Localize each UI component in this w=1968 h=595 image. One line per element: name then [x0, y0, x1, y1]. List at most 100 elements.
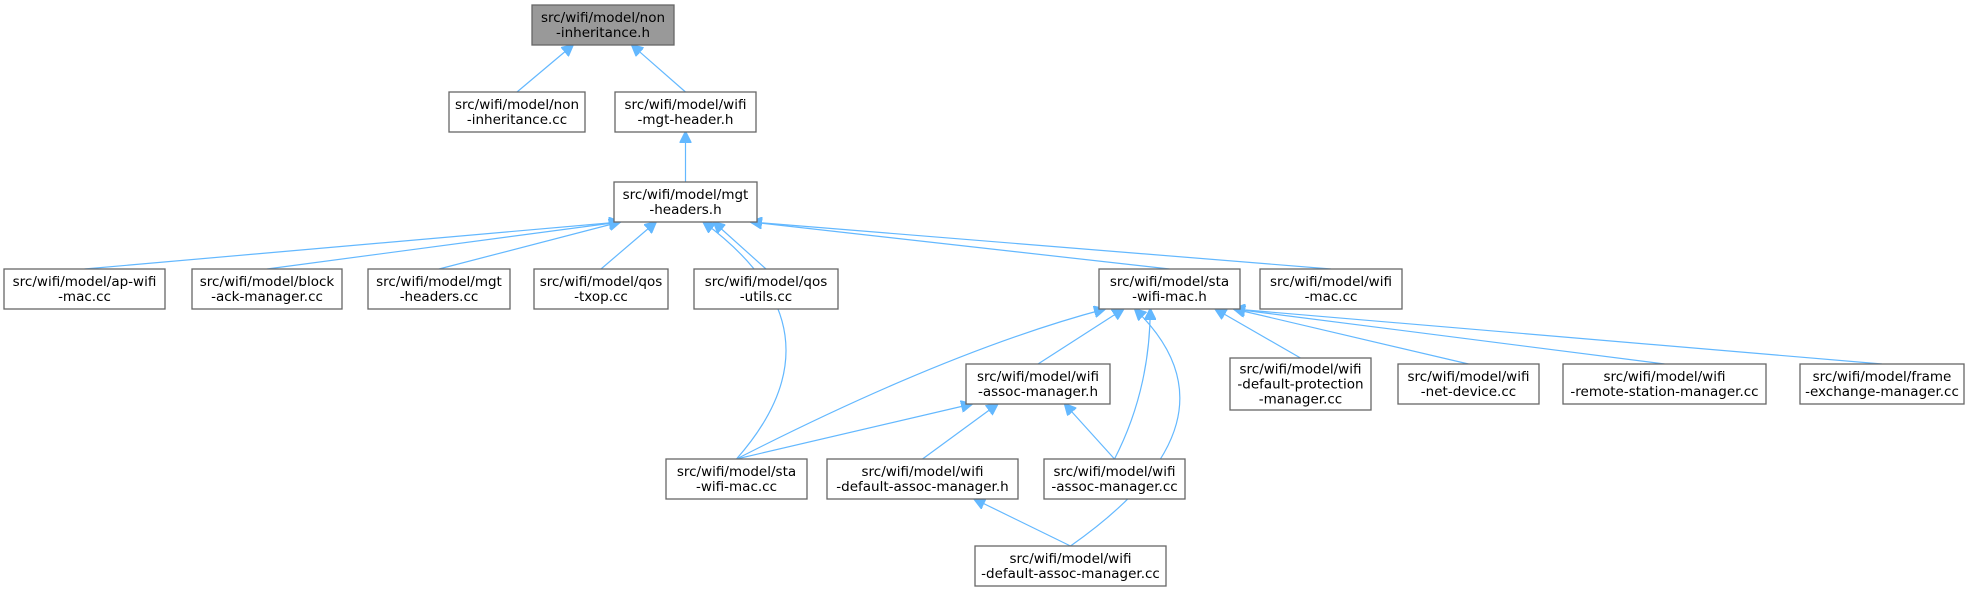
node-n1[interactable]: src/wifi/model/non-inheritance.cc: [448, 91, 586, 133]
node-label-line: src/wifi/model/non: [455, 97, 579, 113]
edge-n7-to-n3: [600, 222, 656, 270]
node-box[interactable]: [448, 91, 586, 133]
node-n2[interactable]: src/wifi/model/wifi-mgt-header.h: [614, 91, 757, 133]
edge-n1-to-n0: [516, 45, 573, 93]
node-label-line: src/wifi/model/wifi: [1010, 551, 1132, 567]
edges-layer: [84, 45, 1883, 547]
node-box[interactable]: [974, 545, 1167, 587]
node-label-line: src/wifi/model/wifi: [1604, 369, 1726, 385]
node-label-line: -net-device.cc: [1421, 384, 1516, 400]
node-n11[interactable]: src/wifi/model/wifi-assoc-manager.h: [965, 363, 1111, 405]
node-label-line: -manager.cc: [1259, 392, 1342, 408]
node-n19[interactable]: src/wifi/model/wifi-default-assoc-manage…: [974, 545, 1167, 587]
node-label-line: -headers.cc: [400, 289, 479, 305]
node-label-line: src/wifi/model/wifi: [625, 97, 747, 113]
node-box[interactable]: [1562, 363, 1767, 405]
node-box[interactable]: [191, 268, 343, 310]
nodes-layer: src/wifi/model/non-inheritance.hsrc/wifi…: [3, 4, 1965, 587]
node-box[interactable]: [1229, 357, 1372, 411]
node-label-line: src/wifi/model/wifi: [862, 464, 984, 480]
node-box[interactable]: [1799, 363, 1965, 405]
edge-n10-to-n3: [751, 222, 1332, 270]
edge-n15-to-n9: [1234, 309, 1883, 365]
node-label-line: src/wifi/model/qos: [540, 274, 663, 290]
node-label-line: src/wifi/model/wifi: [1240, 362, 1362, 378]
edge-n8-to-n3: [714, 222, 767, 270]
node-box[interactable]: [1098, 268, 1241, 310]
node-box[interactable]: [367, 268, 511, 310]
node-n10[interactable]: src/wifi/model/wifi-mac.cc: [1259, 268, 1403, 310]
node-label-line: -txop.cc: [574, 289, 628, 305]
node-n18[interactable]: src/wifi/model/wifi-assoc-manager.cc: [1043, 458, 1186, 500]
node-box[interactable]: [1259, 268, 1403, 310]
node-label-line: src/wifi/model/frame: [1813, 369, 1952, 385]
node-n16[interactable]: src/wifi/model/sta-wifi-mac.cc: [665, 458, 808, 500]
edge-n11-to-n9: [1037, 309, 1123, 365]
node-n14[interactable]: src/wifi/model/wifi-remote-station-manag…: [1562, 363, 1767, 405]
node-n13[interactable]: src/wifi/model/wifi-net-device.cc: [1397, 363, 1540, 405]
node-box[interactable]: [613, 181, 758, 223]
edge-n2-to-n0: [632, 45, 686, 93]
node-label-line: -mgt-header.h: [638, 112, 734, 128]
node-label-line: -remote-station-manager.cc: [1570, 384, 1758, 400]
node-n4[interactable]: src/wifi/model/ap-wifi-mac.cc: [3, 268, 166, 310]
node-label-line: -ack-manager.cc: [211, 289, 323, 305]
node-n15[interactable]: src/wifi/model/frame-exchange-manager.cc: [1799, 363, 1965, 405]
node-box[interactable]: [826, 458, 1019, 500]
node-label-line: -exchange-manager.cc: [1805, 384, 1959, 400]
node-n0[interactable]: src/wifi/model/non-inheritance.h: [531, 4, 675, 46]
node-box[interactable]: [533, 268, 669, 310]
node-n9[interactable]: src/wifi/model/sta-wifi-mac.h: [1098, 268, 1241, 310]
edge-n13-to-n9: [1234, 309, 1469, 365]
node-label-line: -inheritance.cc: [467, 112, 567, 128]
edge-n16-to-n9: [736, 309, 1106, 460]
node-n3[interactable]: src/wifi/model/mgt-headers.h: [613, 181, 758, 223]
node-label-line: -wifi-mac.cc: [696, 479, 777, 495]
node-label-line: src/wifi/model/wifi: [1408, 369, 1530, 385]
node-label-line: -headers.h: [649, 202, 721, 218]
node-label-line: src/wifi/model/wifi: [1054, 464, 1176, 480]
edge-n14-to-n9: [1234, 309, 1665, 365]
node-box[interactable]: [665, 458, 808, 500]
node-label-line: -mac.cc: [58, 289, 111, 305]
node-label-line: src/wifi/model/sta: [1110, 274, 1229, 290]
edge-n17-to-n11: [922, 404, 998, 460]
edge-n12-to-n9: [1215, 309, 1301, 359]
node-label-line: src/wifi/model/ap-wifi: [13, 274, 157, 290]
node-box[interactable]: [531, 4, 675, 46]
node-label-line: -default-assoc-manager.h: [836, 479, 1008, 495]
node-n5[interactable]: src/wifi/model/block-ack-manager.cc: [191, 268, 343, 310]
node-label-line: -assoc-manager.h: [978, 384, 1098, 400]
node-label-line: src/wifi/model/qos: [705, 274, 828, 290]
node-n6[interactable]: src/wifi/model/mgt-headers.cc: [367, 268, 511, 310]
node-label-line: -utils.cc: [740, 289, 792, 305]
node-label-line: src/wifi/model/block: [200, 274, 335, 290]
node-label-line: -wifi-mac.h: [1132, 289, 1207, 305]
node-box[interactable]: [3, 268, 166, 310]
node-box[interactable]: [693, 268, 839, 310]
node-label-line: src/wifi/model/mgt: [376, 274, 502, 290]
node-box[interactable]: [965, 363, 1111, 405]
node-label-line: src/wifi/model/wifi: [977, 369, 1099, 385]
node-box[interactable]: [1397, 363, 1540, 405]
edge-n16-to-n3: [703, 222, 787, 460]
node-n8[interactable]: src/wifi/model/qos-utils.cc: [693, 268, 839, 310]
edge-n16-to-n11: [736, 404, 973, 460]
node-n17[interactable]: src/wifi/model/wifi-default-assoc-manage…: [826, 458, 1019, 500]
edge-n9-to-n3: [751, 222, 1170, 270]
edge-n18-to-n9: [1113, 309, 1151, 460]
node-label-line: -default-protection: [1237, 377, 1363, 393]
node-n7[interactable]: src/wifi/model/qos-txop.cc: [533, 268, 669, 310]
node-label-line: -mac.cc: [1305, 289, 1358, 305]
edge-n6-to-n3: [438, 222, 620, 270]
edge-n19-to-n17: [974, 499, 1071, 547]
edge-n19-to-n9: [1070, 309, 1181, 547]
node-n12[interactable]: src/wifi/model/wifi-default-protection-m…: [1229, 357, 1372, 411]
node-box[interactable]: [614, 91, 757, 133]
node-box[interactable]: [1043, 458, 1186, 500]
node-label-line: src/wifi/model/wifi: [1270, 274, 1392, 290]
node-label-line: src/wifi/model/non: [541, 10, 665, 26]
edge-n4-to-n3: [84, 222, 621, 270]
edge-n18-to-n11: [1065, 404, 1115, 460]
